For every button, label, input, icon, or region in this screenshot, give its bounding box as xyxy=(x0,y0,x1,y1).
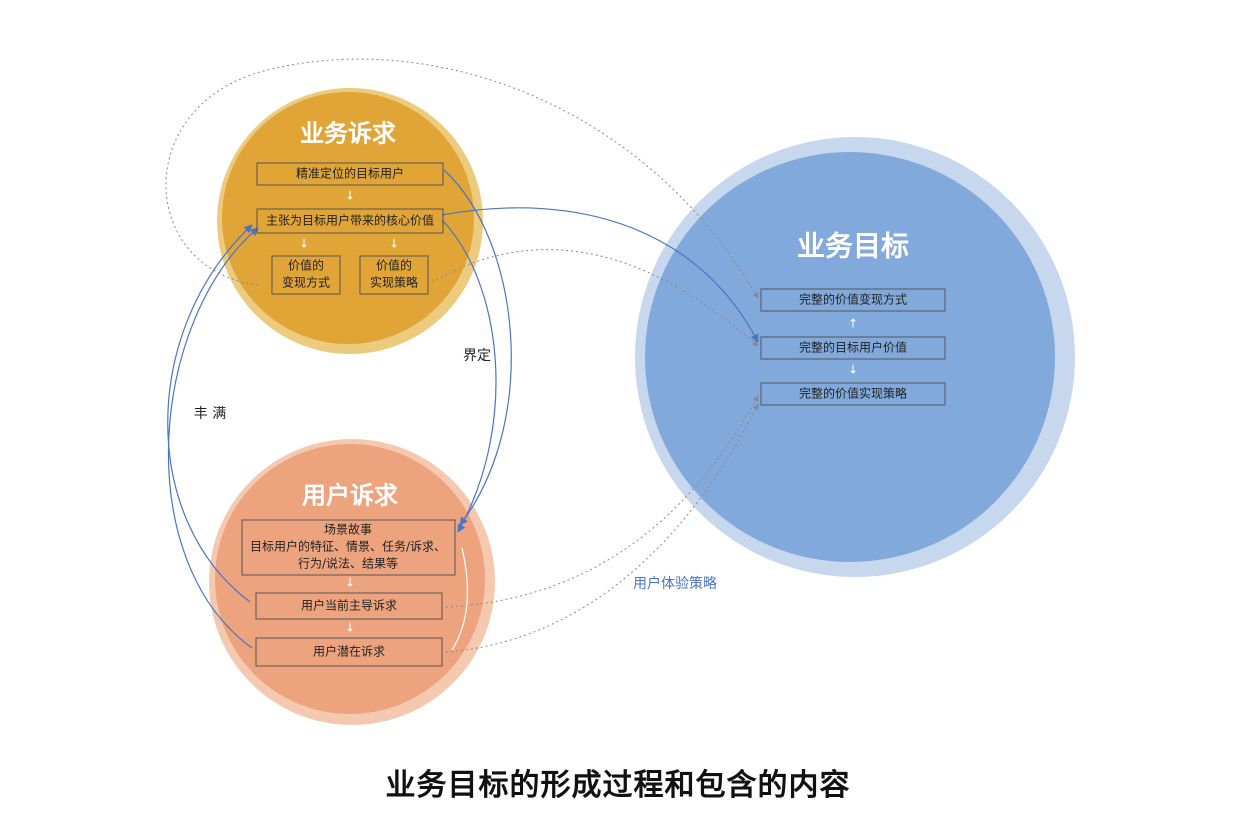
up-arrow-icon: ↑ xyxy=(848,317,858,331)
core-value-box xyxy=(256,208,444,234)
monetize-line2: 变现方式 xyxy=(282,275,330,290)
target-user-text: 精准定位的目标用户 xyxy=(296,166,404,181)
full-monetize-text: 完整的价值变现方式 xyxy=(799,292,907,307)
dotted-connectors xyxy=(165,58,759,653)
monetize-line1: 价值的 xyxy=(288,258,324,273)
down-arrow-icon: ↓ xyxy=(345,621,355,635)
full-strategy-box xyxy=(760,382,946,406)
user-need-title: 用户诉求 xyxy=(302,481,398,510)
scenario-line3: 行为/说法、结果等 xyxy=(298,556,398,571)
potential-need-box xyxy=(255,637,443,667)
blue-connectors xyxy=(167,169,759,649)
white-inner-arrow xyxy=(451,547,469,651)
down-arrow-icon: ↓ xyxy=(848,363,858,377)
business-goal-circle xyxy=(635,137,1075,577)
strategy-line1: 价值的 xyxy=(376,258,412,273)
define-label: 界定 xyxy=(463,348,491,364)
down-arrow-icon: ↓ xyxy=(299,237,309,251)
current-need-box xyxy=(255,592,443,620)
business-need-circle xyxy=(217,88,483,354)
monetize-box xyxy=(271,255,341,295)
down-arrow-icon: ↓ xyxy=(345,189,355,203)
scenario-line2: 目标用户的特征、情景、任务/诉求、 xyxy=(250,539,446,554)
user-need-circle xyxy=(209,439,495,725)
scenario-box xyxy=(241,519,456,576)
full-user-value-box xyxy=(760,336,946,360)
down-arrow-icon: ↓ xyxy=(389,237,399,251)
scenario-line1: 场景故事 xyxy=(324,522,372,537)
target-user-box xyxy=(256,162,444,186)
potential-need-text: 用户潜在诉求 xyxy=(313,644,385,659)
core-value-text: 主张为目标用户带来的核心价值 xyxy=(266,213,434,228)
strategy-box xyxy=(359,255,429,295)
figure-caption: 业务目标的形成过程和包含的内容 xyxy=(385,768,851,803)
full-strategy-text: 完整的价值实现策略 xyxy=(799,386,907,401)
business-goal-title: 业务目标 xyxy=(797,230,909,263)
enrich-label: 丰 满 xyxy=(194,406,226,422)
business-need-title: 业务诉求 xyxy=(300,119,396,148)
down-arrow-icon: ↓ xyxy=(345,576,355,590)
strategy-line2: 实现策略 xyxy=(370,275,418,290)
full-monetize-box xyxy=(760,288,946,312)
full-user-value-text: 完整的目标用户价值 xyxy=(799,340,907,355)
ux-strategy-label: 用户体验策略 xyxy=(633,575,717,592)
current-need-text: 用户当前主导诉求 xyxy=(301,598,397,613)
